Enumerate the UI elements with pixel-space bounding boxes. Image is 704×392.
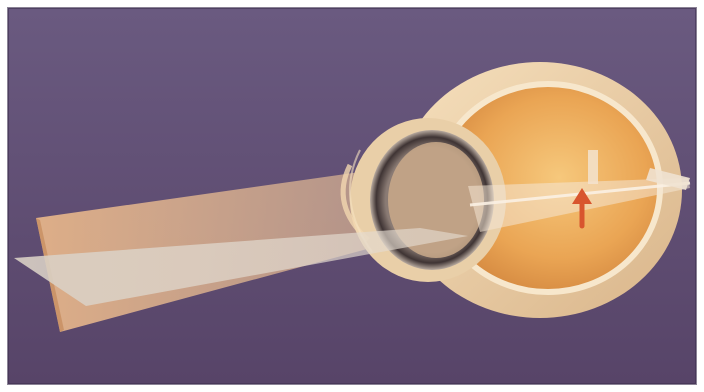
retina-image-tab — [588, 150, 598, 184]
